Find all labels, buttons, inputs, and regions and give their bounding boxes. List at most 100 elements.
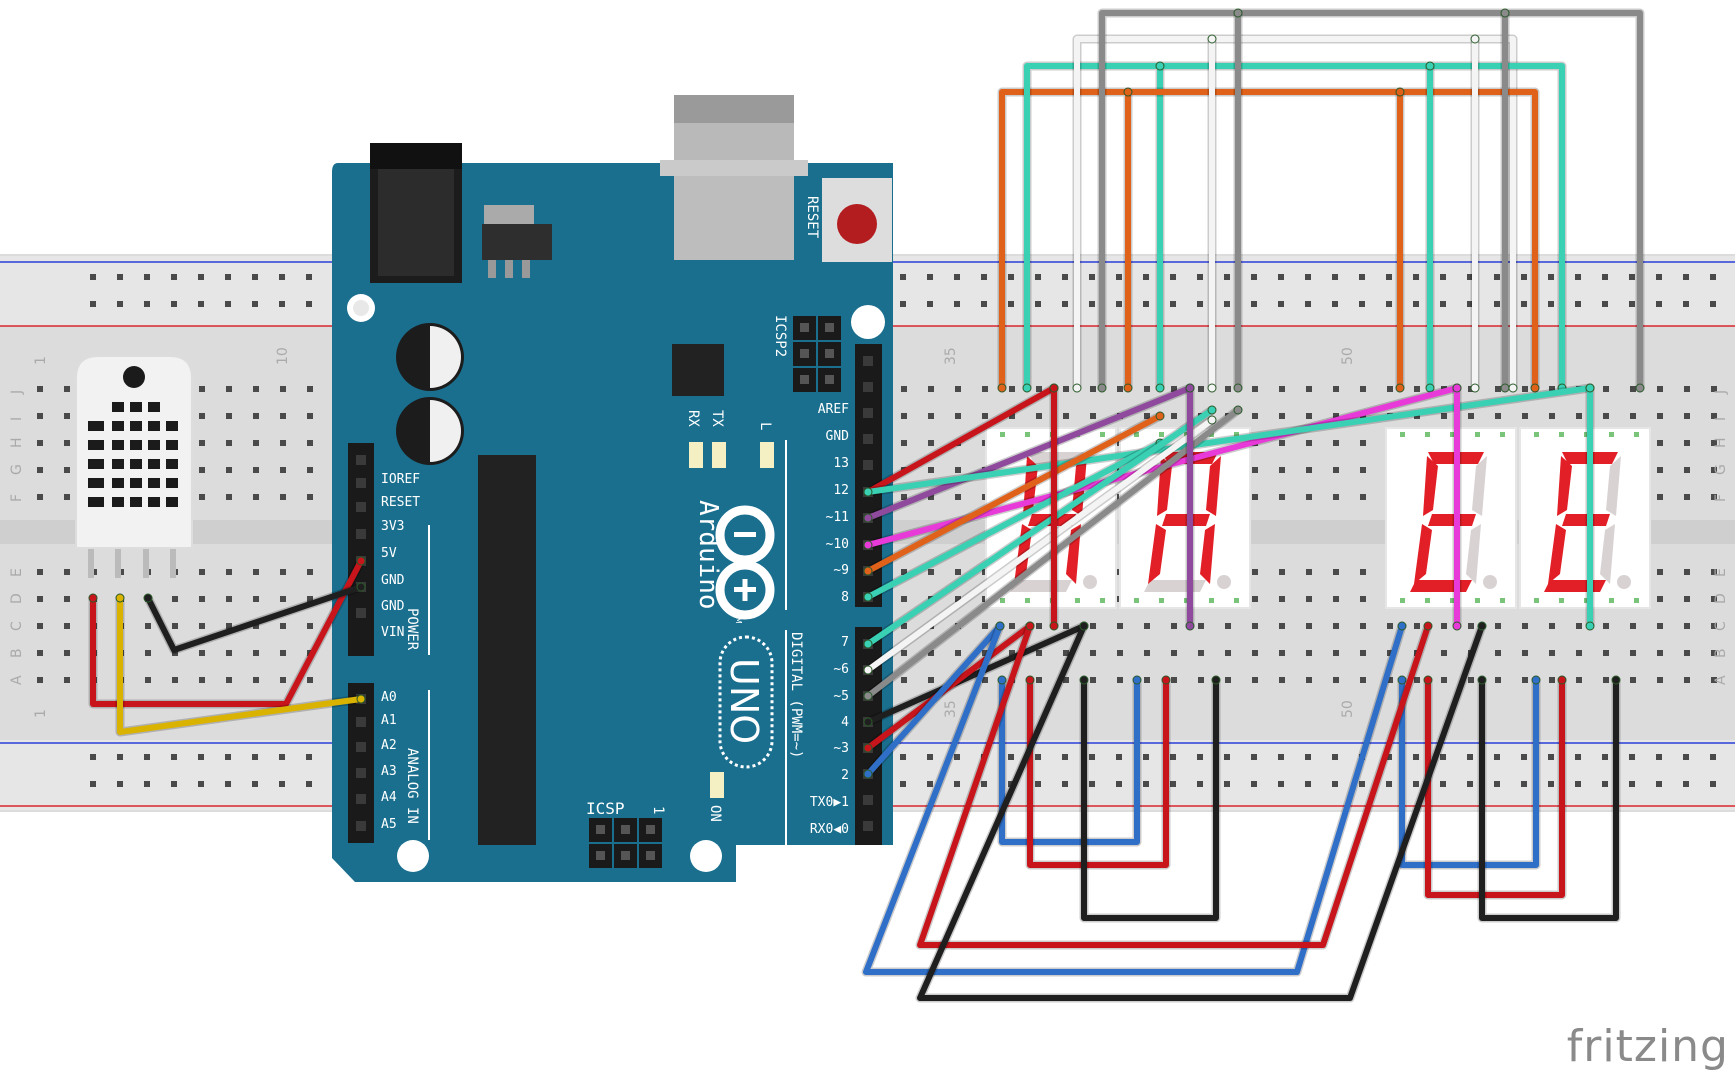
breadboard-hole: [1144, 413, 1150, 419]
breadboard-hole: [307, 494, 313, 500]
pin11-wire-end: [863, 513, 873, 523]
breadboard-hole: [1170, 781, 1176, 787]
breadboard-hole: [172, 650, 178, 656]
pin9-wire: [865, 413, 1163, 574]
vent-slot: [148, 459, 160, 469]
rx-label: RX: [685, 410, 701, 427]
vent-slot: [166, 421, 178, 431]
breadboard-hole: [1360, 494, 1366, 500]
breadboard-hole: [1359, 274, 1365, 280]
breadboard-hole: [1684, 596, 1690, 602]
breadboard-hole: [1171, 413, 1177, 419]
display-pin: [1184, 598, 1189, 603]
breadboard-hole: [1359, 301, 1365, 307]
breadboard-hole: [1548, 754, 1554, 760]
breadboard-hole: [1414, 413, 1420, 419]
breadboard-hole: [279, 781, 285, 787]
breadboard-hole: [1440, 274, 1446, 280]
breadboard-hole: [1306, 440, 1312, 446]
breadboard-hole: [253, 440, 259, 446]
breadboard-hole: [253, 650, 259, 656]
breadboard-hole: [1198, 623, 1204, 629]
breadboard-hole: [226, 494, 232, 500]
breadboard-hole: [1333, 677, 1339, 683]
breadboard-hole: [1603, 650, 1609, 656]
breadboard-hole: [1225, 623, 1231, 629]
vent-slot: [112, 497, 124, 507]
breadboard-hole: [1305, 274, 1311, 280]
breadboard-hole: [1197, 781, 1203, 787]
analog-header: [348, 683, 374, 843]
breadboard-hole: [1522, 623, 1528, 629]
seven-segment-display: [1519, 427, 1651, 609]
breadboard-hole: [1035, 301, 1041, 307]
display-pin: [1634, 432, 1639, 437]
bottom-blue-loop-a-end: [997, 675, 1007, 685]
breadboard-hole: [171, 301, 177, 307]
top-gray-drop-b-end: [1500, 383, 1510, 393]
top-orange-wire-a-end: [1123, 383, 1133, 393]
breadboard-hole: [1630, 623, 1636, 629]
breadboard-hole: [1090, 677, 1096, 683]
breadboard-hole: [1090, 413, 1096, 419]
display-pin: [1234, 598, 1239, 603]
breadboard-hole: [172, 677, 178, 683]
pin5-wire-end: [863, 691, 873, 701]
row-letter: A: [1713, 675, 1729, 685]
breadboard-hole: [1656, 754, 1662, 760]
breadboard-hole: [1360, 596, 1366, 602]
breadboard-hole: [901, 623, 907, 629]
breadboard-hole: [199, 440, 205, 446]
breadboard-hole: [1548, 781, 1554, 787]
breadboard-hole: [1306, 494, 1312, 500]
power-pin-label: VIN: [381, 625, 404, 640]
breadboard-hole: [253, 623, 259, 629]
breadboard-hole: [1036, 623, 1042, 629]
row-letter: C: [1713, 621, 1729, 631]
breadboard-hole: [279, 301, 285, 307]
top-gray-wire-end: [1097, 383, 1107, 393]
analog-pin-label: A3: [381, 764, 397, 779]
breadboard-hole: [279, 754, 285, 760]
breadboard-hole: [1252, 623, 1258, 629]
breadboard-hole: [927, 754, 933, 760]
breadboard-hole: [1117, 386, 1123, 392]
breadboard-hole: [1386, 301, 1392, 307]
breadboard-hole: [198, 274, 204, 280]
on-led: [710, 772, 724, 798]
breadboard-hole: [37, 440, 43, 446]
column-mark-35-bottom: 35: [943, 700, 959, 718]
breadboard-hole: [225, 274, 231, 280]
breadboard-hole: [90, 781, 96, 787]
breadboard-hole: [927, 781, 933, 787]
column-mark-10: 10: [275, 347, 291, 365]
breadboard-hole: [1252, 386, 1258, 392]
breadboard-hole: [252, 274, 258, 280]
breadboard-hole: [1602, 301, 1608, 307]
row-letter: J: [9, 390, 25, 395]
breadboard-hole: [982, 413, 988, 419]
breadboard-hole: [1306, 677, 1312, 683]
breadboard-hole: [1657, 596, 1663, 602]
decimal-point: [1483, 575, 1497, 589]
breadboard-hole: [1711, 677, 1717, 683]
breadboard-hole: [1575, 301, 1581, 307]
breadboard-hole: [225, 301, 231, 307]
breadboard-hole: [1117, 650, 1123, 656]
breadboard-hole: [1279, 494, 1285, 500]
breadboard-hole: [955, 569, 961, 575]
breadboard-hole: [1549, 650, 1555, 656]
pin2-wire: [865, 623, 1003, 777]
breadboard-hole: [1279, 440, 1285, 446]
breadboard-hole: [1279, 677, 1285, 683]
breadboard-hole: [1333, 569, 1339, 575]
bottom-black-loop-b-end: [1477, 675, 1487, 685]
vent-slot: [112, 478, 124, 488]
icsp2-pin-core: [800, 349, 809, 358]
top-teal-wire-a-end: [1155, 383, 1165, 393]
display-pin: [1184, 432, 1189, 437]
breadboard-hole: [1711, 623, 1717, 629]
vent-slot: [130, 402, 142, 412]
breadboard-hole: [226, 440, 232, 446]
breadboard-hole: [199, 623, 205, 629]
